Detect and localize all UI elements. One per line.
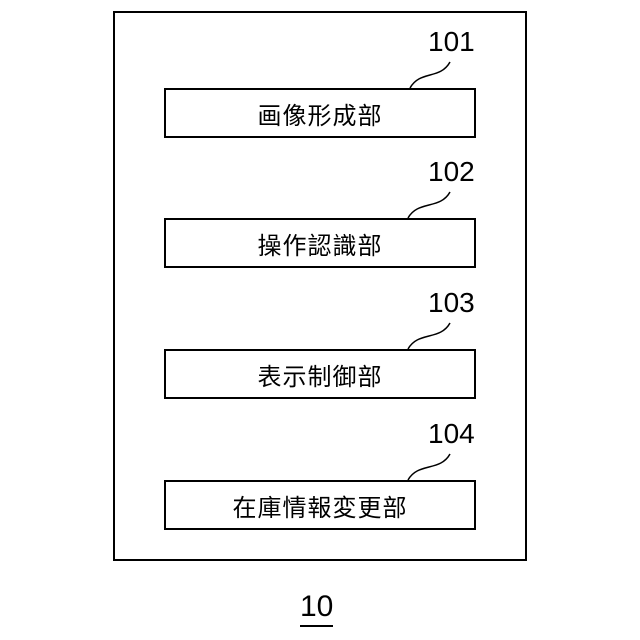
leader-line-104 [408,454,450,480]
ref-number-103: 103 [428,289,475,317]
leader-line-103 [408,323,450,349]
ref-number-101: 101 [428,28,475,56]
ref-number-104: 104 [428,420,475,448]
ref-number-102: 102 [428,158,475,186]
leader-line-101 [410,62,450,88]
leader-line-102 [408,192,450,218]
block-inventory-info-change-unit: 在庫情報変更部 [164,480,476,530]
block-display-control-unit: 表示制御部 [164,349,476,399]
block-image-forming-unit: 画像形成部 [164,88,476,138]
block-operation-recognition-unit: 操作認識部 [164,218,476,268]
figure-label: 10 [300,592,333,627]
